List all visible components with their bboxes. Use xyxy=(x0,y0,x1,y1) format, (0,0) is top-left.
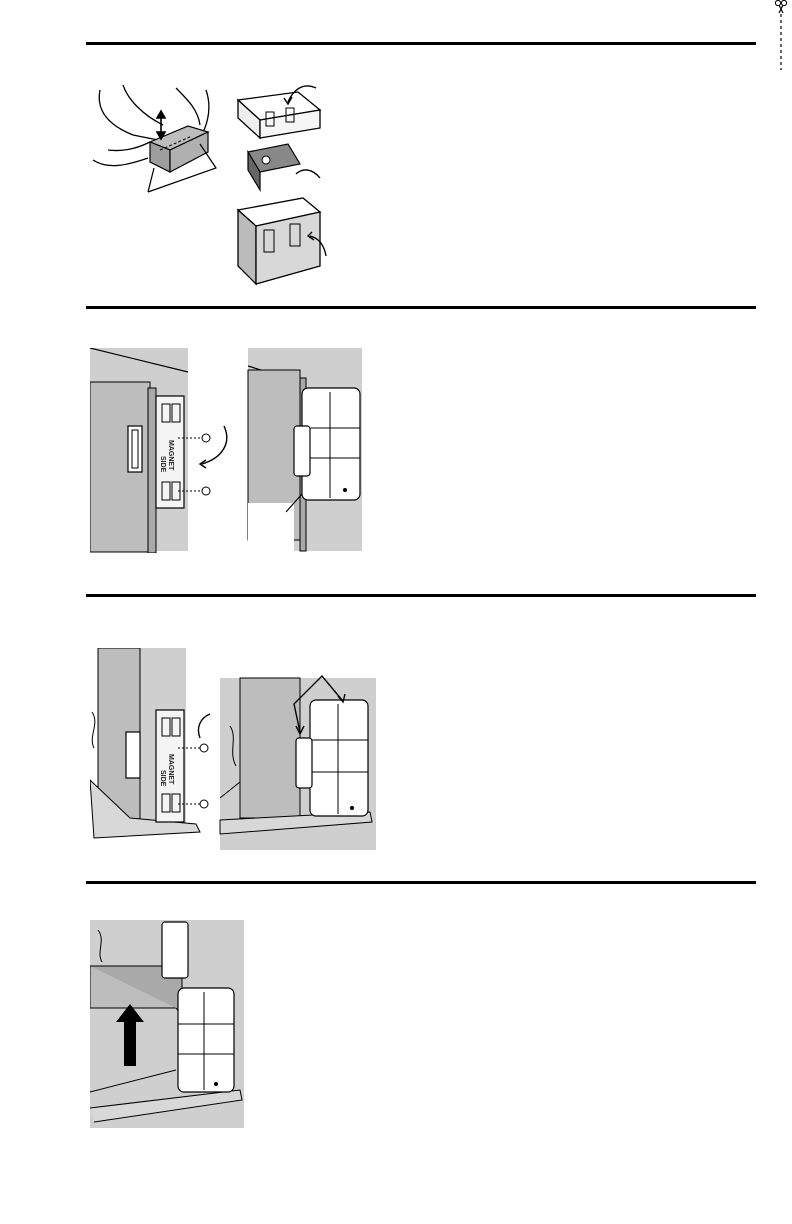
mounting-bracket: MAGNET SIDE xyxy=(156,710,184,822)
svg-text:SIDE: SIDE xyxy=(159,456,166,473)
magnet-unit xyxy=(294,426,310,476)
step1-figure xyxy=(88,80,338,295)
section-rule-2 xyxy=(86,306,756,309)
magnet-unit xyxy=(296,738,312,788)
step2-figure: MAGNET SIDE xyxy=(90,348,365,553)
bracket-label-magnet: MAGNET xyxy=(167,440,174,471)
curved-arrow-icon xyxy=(296,170,320,178)
section-rule-4 xyxy=(86,881,756,884)
scissors-icon xyxy=(775,0,786,13)
sensor-unit xyxy=(302,388,360,500)
sensor-unit xyxy=(178,988,234,1092)
installed-window-panel xyxy=(220,676,376,850)
section-rule-3 xyxy=(86,594,756,597)
sensor-unit xyxy=(310,700,368,816)
window-frame-panel: MAGNET SIDE xyxy=(90,648,210,838)
magnet-unit xyxy=(128,426,142,472)
curved-arrow-icon xyxy=(198,714,210,738)
step3-figure: MAGNET SIDE xyxy=(90,648,376,850)
bracket-label-side: SIDE xyxy=(159,770,166,787)
installed-sensor-panel xyxy=(248,348,362,551)
step4-figure xyxy=(90,920,250,1128)
magnet-plate xyxy=(248,144,300,190)
section-rule-1 xyxy=(86,42,756,45)
magnet-unit xyxy=(126,732,140,778)
magnet-unit xyxy=(162,922,188,978)
svg-text:MAGNET: MAGNET xyxy=(167,754,174,785)
curved-arrow-icon xyxy=(200,426,227,468)
bracket-label-side: SIDE xyxy=(159,456,166,473)
svg-text:MAGNET: MAGNET xyxy=(167,440,174,471)
case-cover xyxy=(238,198,320,284)
case-bracket-top xyxy=(238,92,320,138)
cut-line xyxy=(775,0,787,75)
svg-text:SIDE: SIDE xyxy=(159,770,166,787)
door-frame-panel: MAGNET SIDE xyxy=(90,348,227,553)
bracket-label-magnet: MAGNET xyxy=(167,754,174,785)
up-down-arrow-icon xyxy=(157,111,165,139)
